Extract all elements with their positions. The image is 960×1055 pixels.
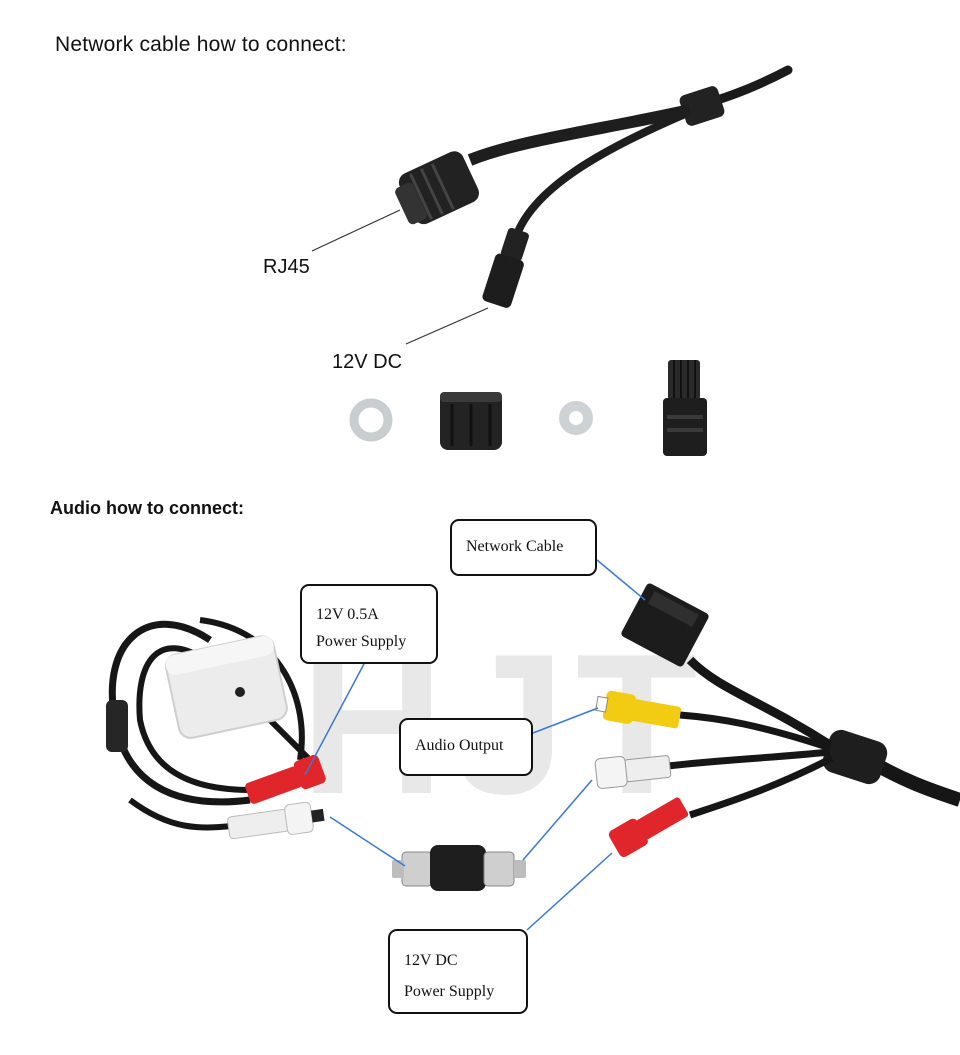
dc-power-callout-line1: 12V DC — [404, 952, 458, 969]
network-section-title: Network cable how to connect: — [55, 33, 347, 56]
dc-label: 12V DC — [332, 351, 403, 373]
dc-power-callout-line2: Power Supply — [404, 983, 495, 1000]
network-cable-callout-text: Network Cable — [466, 538, 564, 555]
power-supply-callout-line2: Power Supply — [316, 633, 407, 650]
network-cable-illustration — [311, 65, 793, 456]
audio-output-callout-text: Audio Output — [415, 737, 504, 754]
power-supply-callout-line1: 12V 0.5A — [316, 606, 379, 623]
audio-output-callout: Audio Output — [399, 718, 533, 776]
network-cable-callout: Network Cable — [450, 519, 597, 576]
power-supply-callout: 12V 0.5A Power Supply — [300, 584, 438, 664]
rj45-label: RJ45 — [263, 256, 310, 278]
dc-power-callout: 12V DC Power Supply — [388, 929, 528, 1014]
audio-section-title: Audio how to connect: — [50, 498, 244, 518]
